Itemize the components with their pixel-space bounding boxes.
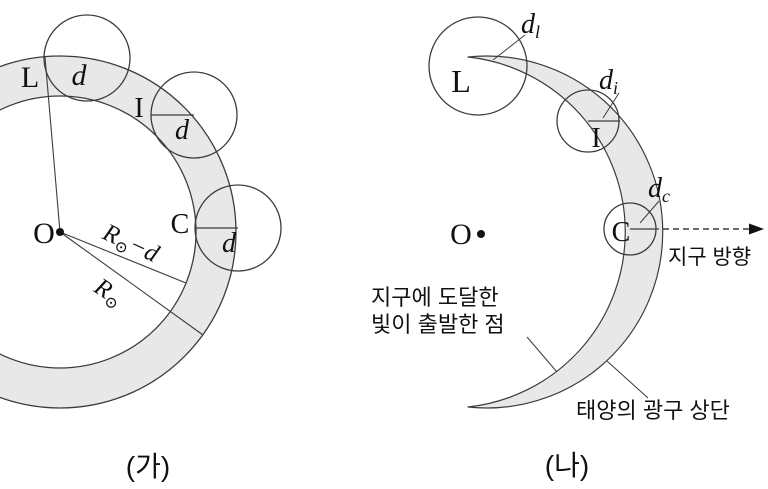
- figure-ga: O L d I d C d R⊙−d R⊙ (가): [0, 14, 282, 482]
- line-R-minus-d: [59, 231, 187, 284]
- label-O-na: O: [450, 218, 472, 251]
- leader-d-i: [602, 92, 620, 119]
- annotation-photosphere-top: 태양의 광구 상단: [576, 398, 730, 423]
- line-R: [59, 231, 204, 336]
- label-O-ga: O: [33, 217, 55, 250]
- caption-na: (나): [545, 450, 589, 481]
- label-I-ga: I: [134, 93, 143, 124]
- annotation-departure-line2: 빛이 출발한 점: [371, 312, 505, 337]
- earth-direction-arrow: [663, 223, 764, 235]
- earth-arrow-head: [749, 223, 764, 235]
- label-I-na: I: [591, 123, 600, 154]
- leader-photosphere-top: [606, 360, 649, 399]
- leader-d-l: [492, 34, 526, 61]
- label-L-ga: L: [21, 61, 39, 94]
- label-d-i: di: [599, 65, 618, 98]
- label-C-ga: C: [171, 209, 190, 240]
- circle-L-na: [428, 16, 528, 116]
- leader-departure-point: [526, 336, 558, 373]
- crescent-photosphere: [467, 55, 664, 409]
- label-C-na: C: [612, 217, 631, 248]
- photosphere-inner-circle: [0, 95, 197, 369]
- label-L-na: L: [451, 63, 471, 99]
- label-d-c: dc: [648, 173, 670, 206]
- label-d-L-ga: d: [72, 59, 88, 92]
- figure-na: O L I C dl di dc 지구에 도달한 빛이 출발한 점 태양의 광구…: [371, 9, 764, 481]
- annotation-earth-direction: 지구 방향: [668, 246, 751, 269]
- line-O-to-L: [44, 56, 61, 233]
- annotation-departure-line1: 지구에 도달한: [371, 285, 499, 310]
- label-d-l: dl: [521, 9, 540, 42]
- center-O-dot-na: [477, 230, 485, 238]
- label-d-I-ga: d: [175, 115, 190, 146]
- circle-L-ga: [43, 14, 131, 102]
- leader-d-c: [639, 200, 660, 224]
- center-O-dot-ga: [56, 228, 64, 236]
- caption-ga: (가): [126, 451, 170, 482]
- label-d-C-ga: d: [222, 228, 237, 259]
